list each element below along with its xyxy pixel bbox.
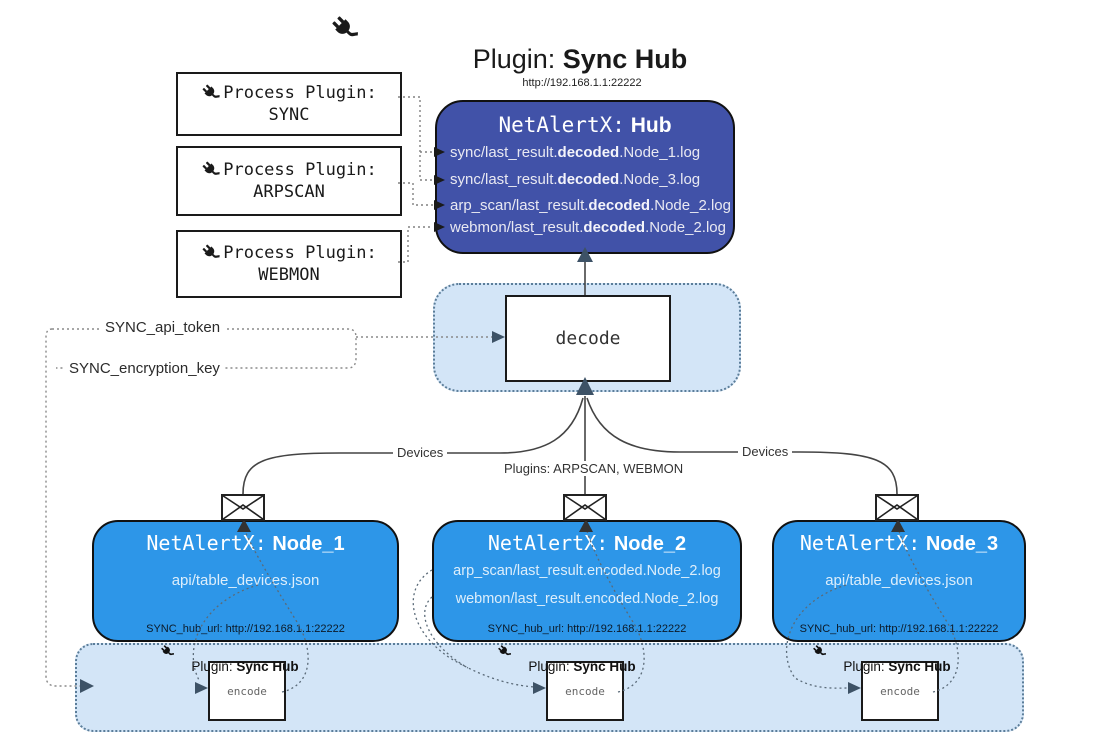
plug-icon <box>201 243 221 263</box>
plugins-label-middle: Plugins: ARPSCAN, WEBMON <box>500 461 688 476</box>
sync-encryption-key-label: SYNC_encryption_key <box>64 360 225 377</box>
node-line: api/table_devices.json <box>825 572 973 589</box>
node-line: api/table_devices.json <box>171 572 320 589</box>
process-plugin-name: WEBMON <box>258 265 320 285</box>
hub-title: NetAlertX: Hub <box>437 113 733 138</box>
node-1-box: NetAlertX: Node_1 api/table_devices.json… <box>92 520 399 642</box>
envelope-icon <box>875 494 919 521</box>
envelope-icon <box>221 494 265 521</box>
devices-label-right: Devices <box>738 444 793 459</box>
node-footer: SYNC_hub_url: http://192.168.1.1:22222 <box>799 623 999 635</box>
process-plugin-name: SYNC <box>268 105 310 125</box>
process-plugin-label: Process Plugin: <box>223 160 377 180</box>
hub-title-name: Hub <box>630 114 672 137</box>
hub-log-line: sync/last_result.decoded.Node_1.log <box>450 144 701 161</box>
process-plugin-arpscan: Process Plugin: ARPSCAN <box>176 146 402 216</box>
sync-api-token-label: SYNC_api_token <box>100 319 226 336</box>
encoder-label: Plugin: Sync Hub <box>160 644 330 674</box>
process-plugin-label: Process Plugin: <box>223 83 377 103</box>
plug-icon <box>160 644 175 659</box>
node-2-box: NetAlertX: Node_2 arp_scan/last_result.e… <box>432 520 742 642</box>
decode-box: decode <box>505 295 671 382</box>
hub-title-prefix: NetAlertX: <box>498 113 625 137</box>
hub-log-line: arp_scan/last_result.decoded.Node_2.log <box>450 197 731 214</box>
plug-icon <box>201 83 221 103</box>
process-plugin-label: Process Plugin: <box>223 243 377 263</box>
plug-icon <box>497 644 512 659</box>
node-title: NetAlertX: Node_3 <box>799 531 999 555</box>
process-plugin-sync: Process Plugin: SYNC <box>176 72 402 136</box>
plug-icon <box>812 644 827 659</box>
title-prefix: Plugin: <box>472 44 556 74</box>
hub-box: NetAlertX: Hub sync/last_result.decoded.… <box>435 100 735 254</box>
devices-label-left: Devices <box>393 445 448 460</box>
node-footer: SYNC_hub_url: http://192.168.1.1:22222 <box>487 623 687 635</box>
encoder-label: Plugin: Sync Hub <box>497 644 667 674</box>
node-line: webmon/last_result.encoded.Node_2.log <box>455 591 719 607</box>
node-title: NetAlertX: Node_2 <box>487 531 687 555</box>
node-title: NetAlertX: Node_1 <box>146 531 345 555</box>
plug-icon <box>201 160 221 180</box>
node-footer: SYNC_hub_url: http://192.168.1.1:22222 <box>146 623 345 635</box>
hub-url: http://192.168.1.1:22222 <box>522 77 642 89</box>
title-name: Sync Hub <box>562 44 688 74</box>
process-plugin-name: ARPSCAN <box>253 182 325 202</box>
envelope-icon <box>563 494 607 521</box>
hub-log-line: sync/last_result.decoded.Node_3.log <box>450 171 701 188</box>
process-plugin-webmon: Process Plugin: WEBMON <box>176 230 402 298</box>
plug-icon <box>330 14 360 44</box>
hub-log-line: webmon/last_result.decoded.Node_2.log <box>450 219 726 236</box>
encoder-label: Plugin: Sync Hub <box>812 644 982 674</box>
page-title: Plugin: Sync Hub <box>330 14 830 75</box>
node-line: arp_scan/last_result.encoded.Node_2.log <box>453 563 721 579</box>
node-3-box: NetAlertX: Node_3 api/table_devices.json… <box>772 520 1026 642</box>
